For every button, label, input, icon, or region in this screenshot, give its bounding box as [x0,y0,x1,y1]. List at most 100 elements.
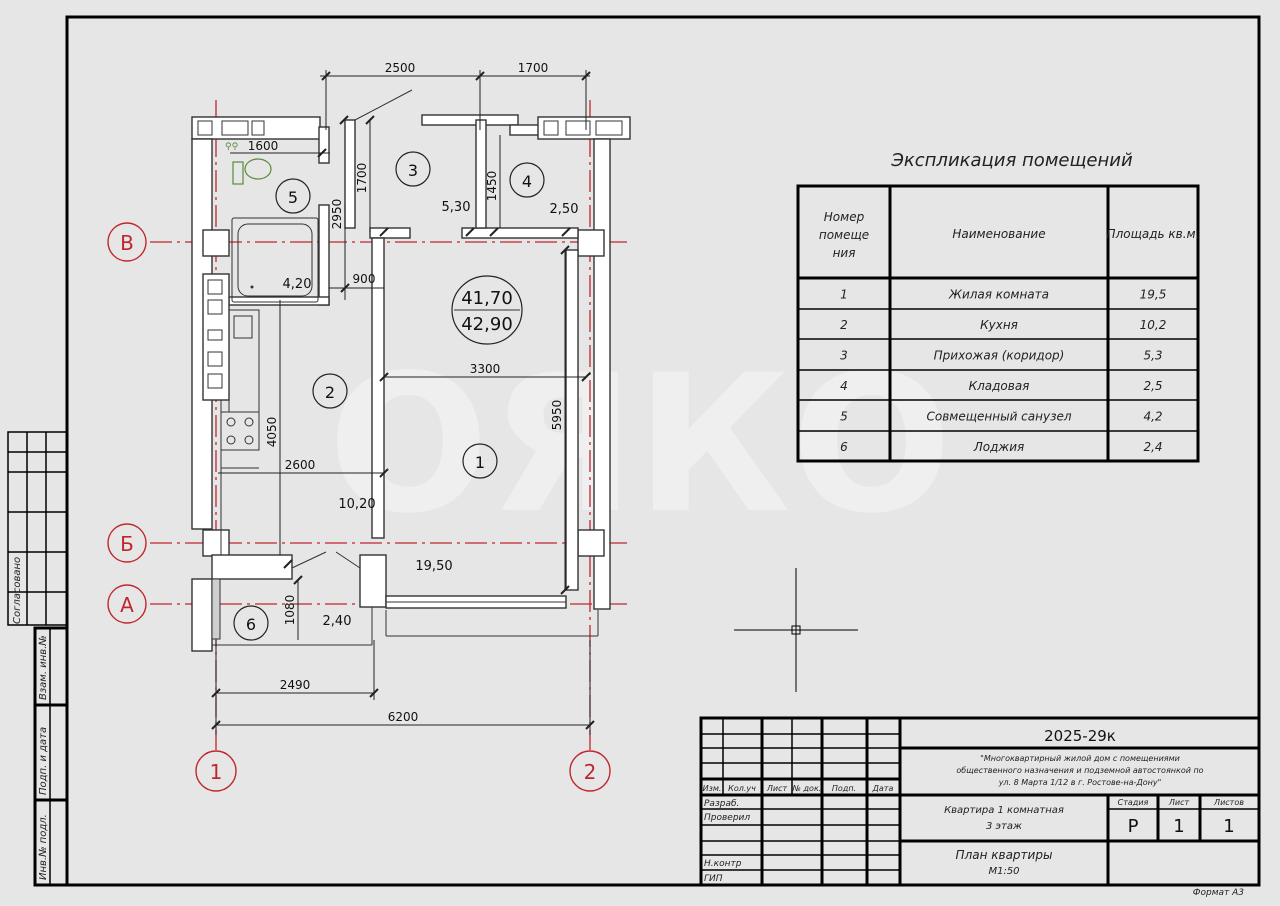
col-list: Лист [766,784,788,793]
stage-value: Р [1128,816,1139,837]
header-number-1: Номер [824,210,865,224]
col-izm: Изм. [703,784,722,793]
room-number-1: 1 [475,453,485,472]
row-number: 2 [840,318,848,332]
stage-label: Стадия [1118,798,1149,807]
role-nkontr: Н.контр [704,859,742,869]
project-line-3: ул. 8 Марта 1/12 в г. Ростове-на-Дону" [998,778,1162,787]
toilet-icon: ⚲⚲ [225,142,272,185]
dim-1080: 1080 [283,595,297,626]
row-name: Жилая комната [948,287,1049,301]
dim-1600: 1600 [248,139,279,153]
area-room-6: 2,40 [323,614,352,629]
dimension-ticks [211,71,595,730]
row-number: 6 [840,440,848,454]
dim-6200: 6200 [388,710,419,724]
dim-1450: 1450 [485,171,499,202]
dim-1700v: 1700 [355,163,369,194]
role-razrab: Разраб. [704,799,739,809]
room-number-4: 4 [522,172,532,191]
side-stamp: Согласовано Взам. инв.№ Подп. и дата Инв… [7,431,69,887]
row-name: Кухня [980,318,1018,332]
header-number-3: ния [833,246,856,260]
area-room-2: 10,20 [338,497,375,512]
dim-2950: 2950 [330,199,344,230]
title-block: Изм. Кол.уч Лист № док. Подп. Дата Разра… [699,716,1261,887]
row-number: 3 [840,348,848,362]
list-value: 1 [1173,816,1184,837]
row-area: 4,2 [1143,409,1162,423]
dim-900: 900 [353,272,376,286]
dim-2490: 2490 [280,678,311,692]
living-area: 41,70 [461,288,513,309]
header-area: Площадь кв.м. [1107,227,1200,241]
dim-1700: 1700 [518,61,549,75]
lists-label: Листов [1213,798,1244,807]
axis-label-a: А [120,593,134,617]
explication-table: Номер помеще ния Наименование Площадь кв… [796,184,1200,463]
header-number-2: помеще [819,228,869,242]
row-name: Прихожая (коридор) [934,348,1065,362]
row-area: 2,5 [1143,379,1162,393]
lists-value: 1 [1223,816,1234,837]
crosshair-icon [734,568,858,692]
col-podp: Подп. [832,784,856,793]
room-number-6: 6 [246,615,256,634]
row-area: 19,5 [1140,287,1167,301]
kitchen-counter [202,273,260,555]
drawing-title-1: План квартиры [956,848,1053,862]
dim-3300: 3300 [470,362,501,376]
role-gip: ГИП [704,874,723,884]
room-number-2: 2 [325,383,335,402]
col-kol: Кол.уч [728,784,756,793]
area-summary-circle [451,275,523,345]
axis-bubble-a [107,584,147,624]
row-name: Совмещенный санузел [926,409,1071,423]
row-number: 5 [840,409,848,423]
explication-title: Экспликация помещений [890,150,1133,171]
area-room-4: 2,50 [550,202,579,217]
dim-2500: 2500 [385,61,416,75]
axis-label-b: Б [120,532,134,556]
dim-2600: 2600 [285,458,316,472]
axis-label-2: 2 [584,760,597,784]
axis-bubbles: В Б А 1 2 [107,222,611,792]
col-data: Дата [872,784,894,793]
list-label: Лист [1168,798,1190,807]
axis-bubble-v [107,222,147,262]
axis-bubble-b [107,523,147,563]
room-number-3: 3 [408,161,418,180]
row-area: 2,4 [1143,440,1162,454]
agreed-label: Согласовано [12,557,23,624]
bathtub [231,217,319,303]
row-area: 10,2 [1140,318,1167,332]
sheet-title-2: 3 этаж [986,821,1022,832]
axis-label-1: 1 [210,760,223,784]
format-label: Формат А3 [1193,888,1245,898]
project-line-1: "Многоквартирный жилой дом с помещениями [980,754,1180,763]
axis-label-v: В [120,231,134,255]
inv-label: Инв.№ подл. [38,814,49,880]
sheet-title-1: Квартира 1 комнатная [944,805,1064,816]
project-line-2: общественного назначения и подземной авт… [956,766,1203,775]
header-name: Наименование [952,227,1045,241]
room-number-5: 5 [288,188,298,207]
row-name: Кладовая [969,379,1030,393]
row-name: Лоджия [973,440,1025,454]
axis-bubble-1 [195,750,237,792]
row-number: 4 [840,379,848,393]
area-room-1: 19,50 [415,559,452,574]
dim-4050: 4050 [265,417,279,448]
area-room-5: 4,20 [283,277,312,292]
svg-text:⚲⚲: ⚲⚲ [225,142,239,152]
total-area: 42,90 [461,314,513,335]
walls [191,114,631,652]
row-area: 5,3 [1143,348,1162,362]
room-markers: 1 2 3 4 5 6 41,70 42,90 [233,151,545,641]
col-ndok: № док. [792,784,822,793]
dim-5950: 5950 [550,400,564,431]
dimension-lines [215,70,591,735]
vzam-label: Взам. инв.№ [38,635,49,700]
